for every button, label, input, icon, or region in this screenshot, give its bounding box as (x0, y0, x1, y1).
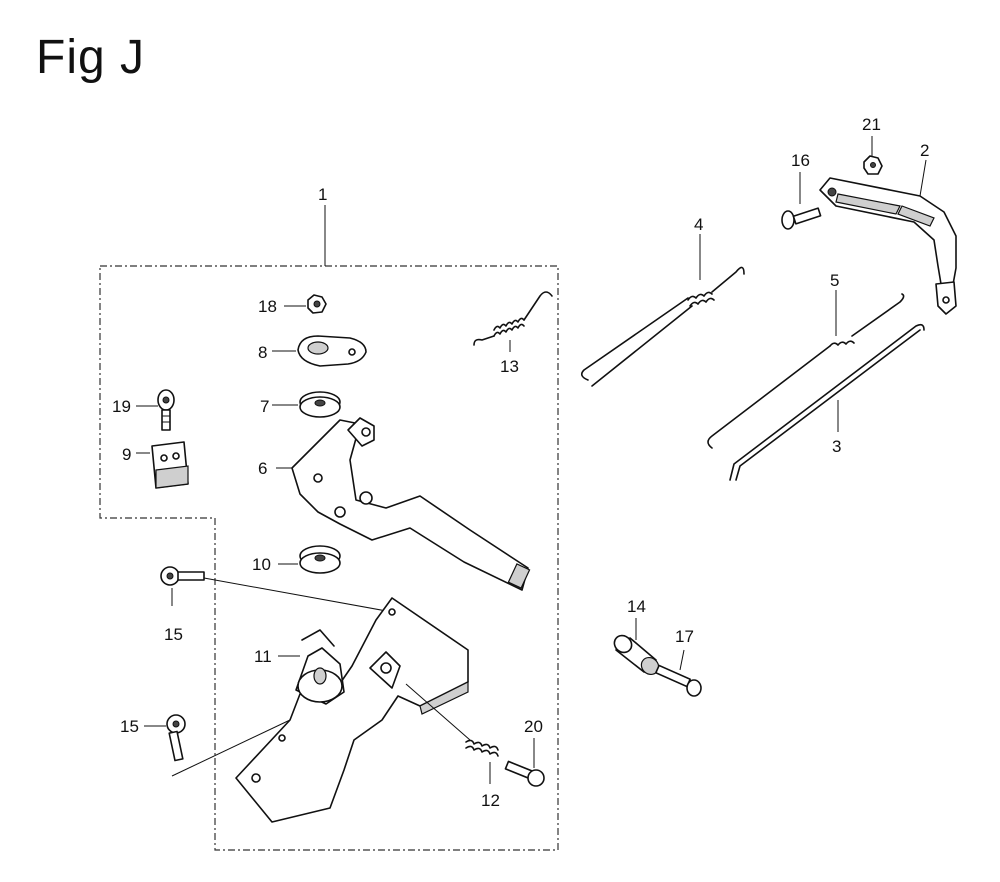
callout-19: 19 (112, 397, 131, 416)
callout-16: 16 (791, 151, 810, 170)
callout-2: 2 (920, 141, 929, 160)
part-18-nut (284, 294, 327, 314)
callout-15-upper: 15 (164, 625, 183, 644)
part-13-spring (473, 291, 553, 352)
callout-1: 1 (318, 185, 327, 204)
part-17-screw (655, 649, 702, 697)
part-8-cam-plate (272, 335, 367, 367)
callout-18: 18 (258, 297, 277, 316)
part-21-nut (863, 136, 883, 175)
callout-17: 17 (675, 627, 694, 646)
callout-12: 12 (481, 791, 500, 810)
callout-11: 11 (254, 647, 272, 666)
part-6-lever (276, 417, 531, 591)
callout-5: 5 (830, 271, 839, 290)
callout-3: 3 (832, 437, 841, 456)
part-15-bolt-upper (160, 566, 393, 613)
assembly-outline (99, 265, 559, 851)
callout-14: 14 (627, 597, 646, 616)
callout-6: 6 (258, 459, 267, 478)
part-2-lever (819, 159, 957, 315)
part-16-bolt (781, 172, 822, 230)
figure-title: Fig J (36, 31, 146, 84)
part-12-spring (405, 683, 499, 784)
callout-4: 4 (694, 215, 703, 234)
part-7-washer (272, 391, 341, 418)
part-5-spring-rod (707, 290, 905, 449)
part-3-rod (729, 323, 925, 481)
callout-15-lower: 15 (120, 717, 139, 736)
part-20-screw (504, 738, 545, 787)
callout-13: 13 (500, 357, 519, 376)
callout-7: 7 (260, 397, 269, 416)
callout-20: 20 (524, 717, 543, 736)
callout-10: 10 (252, 555, 271, 574)
callout-8: 8 (258, 343, 267, 362)
part-15-bolt-lower (144, 714, 291, 777)
part-19-bolt (136, 389, 175, 431)
callout-21: 21 (862, 115, 881, 134)
part-10-washer (278, 545, 341, 574)
callout-9: 9 (122, 445, 131, 464)
part-14-collar (613, 618, 660, 676)
part-9-clamp (136, 441, 189, 489)
part-4-spring-rod (580, 234, 745, 387)
part-11-base-plate (235, 597, 469, 823)
